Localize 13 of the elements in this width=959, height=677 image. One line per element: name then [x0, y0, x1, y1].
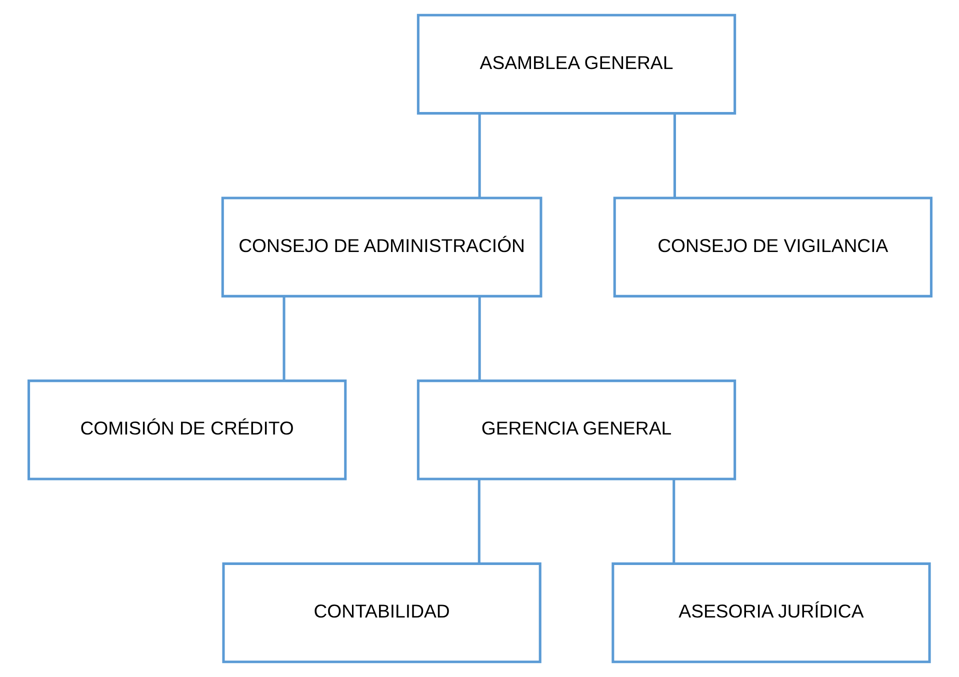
node-box: CONSEJO DE ADMINISTRACIÓN — [220, 196, 542, 298]
node-box: ASESORIA JURÍDICA — [611, 562, 930, 664]
node-box: GERENCIA GENERAL — [416, 380, 736, 480]
node-box: COMISIÓN DE CRÉDITO — [27, 380, 346, 480]
connector — [672, 479, 675, 564]
connector — [672, 114, 676, 198]
node-box: ASAMBLEA GENERAL — [416, 14, 736, 115]
node-box: CONTABILIDAD — [222, 562, 541, 664]
connector — [478, 114, 480, 198]
node-box: CONSEJO DE VIGILANCIA — [612, 196, 932, 298]
connector — [282, 296, 285, 380]
connector — [478, 296, 480, 380]
connector — [477, 479, 480, 564]
